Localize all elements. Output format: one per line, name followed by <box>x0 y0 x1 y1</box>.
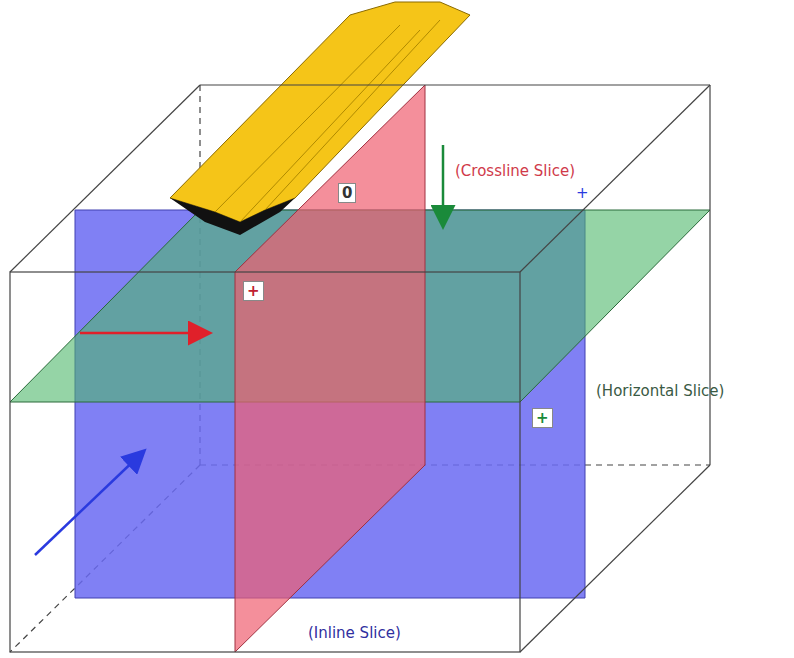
slice-label: (Horizontal Slice) <box>596 382 724 400</box>
slice-label: (Inline Slice) <box>308 624 401 642</box>
slice-label: (Crossline Slice) <box>455 162 575 180</box>
value-tag: 0 <box>338 183 356 203</box>
sign-tag: + <box>243 281 264 301</box>
sign-mark: + <box>576 184 589 202</box>
sign-tag: + <box>532 408 553 428</box>
